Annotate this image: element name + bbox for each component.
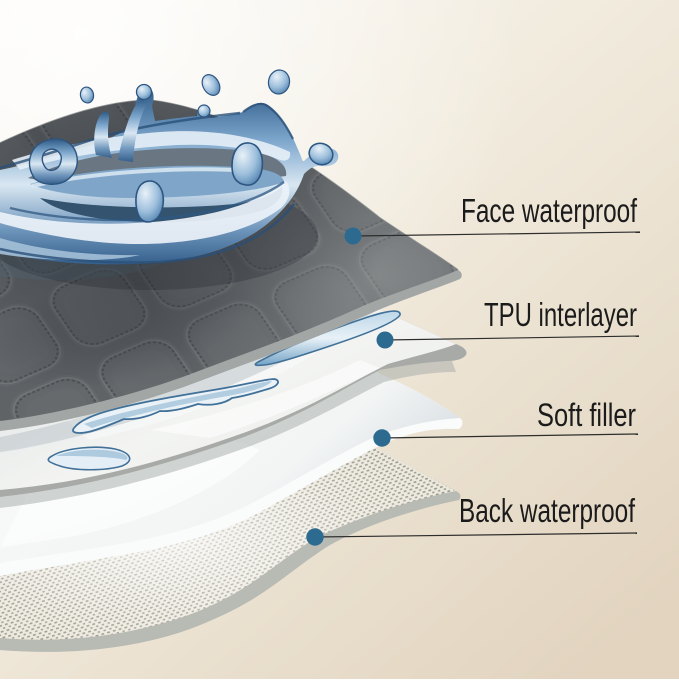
svg-text:TPU interlayer: TPU interlayer [484,296,637,333]
svg-text:Soft filler: Soft filler [537,397,636,433]
svg-text:Back waterproof: Back waterproof [459,492,636,529]
svg-text:Face waterproof: Face waterproof [461,192,638,229]
